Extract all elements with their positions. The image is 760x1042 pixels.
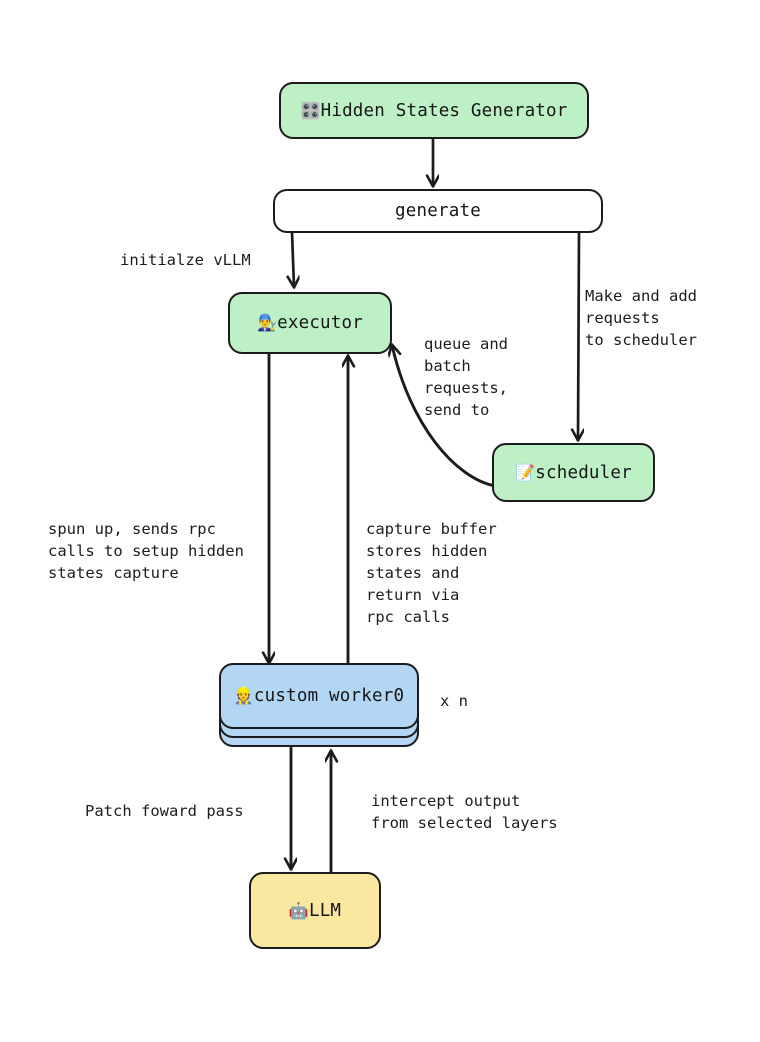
node-generate[interactable]: generate — [273, 189, 603, 233]
robot-icon: 🤖 — [288, 900, 309, 920]
control-knobs-icon: 🎛️ — [300, 100, 321, 120]
node-llm[interactable]: 🤖 LLM — [249, 872, 381, 949]
edge-label-make-and-add-requests: Make and add requests to scheduler — [585, 287, 697, 349]
node-executor[interactable]: 👨‍🔧 executor — [228, 292, 392, 354]
memo-icon: 📝 — [515, 462, 536, 482]
edge-generate-to-scheduler — [578, 230, 579, 440]
edge-label-queue-and-batch: queue and batch requests, send to — [424, 335, 508, 419]
mechanic-icon: 👨‍🔧 — [256, 313, 278, 332]
node-label-executor: executor — [277, 313, 363, 333]
edge-label-spun-up-rpc: spun up, sends rpc calls to setup hidden… — [48, 520, 244, 582]
edge-label-patch-forward-pass: Patch foward pass — [85, 802, 244, 820]
node-label-custom-worker: custom worker0 — [253, 686, 405, 706]
edge-label-intercept-output: intercept output from selected layers — [371, 792, 558, 832]
node-scheduler[interactable]: 📝 scheduler — [492, 443, 655, 502]
node-label-scheduler: scheduler — [535, 462, 632, 483]
annotation-worker-multiplier: x n — [440, 692, 468, 710]
edge-label-initialize-vllm: initialze vLLM — [120, 251, 251, 269]
edge-label-capture-buffer: capture buffer stores hidden states and … — [366, 520, 497, 626]
node-custom-worker[interactable]: 👷 custom worker0 — [219, 663, 419, 729]
node-label-generate: generate — [395, 201, 481, 221]
construction-worker-icon: 👷 — [233, 686, 254, 705]
edge-generate-to-executor — [292, 230, 294, 287]
node-label-llm: LLM — [308, 900, 342, 921]
node-hidden-states-generator[interactable]: 🎛️ Hidden States Generator — [279, 82, 589, 139]
node-label-generator: Hidden States Generator — [320, 100, 568, 121]
